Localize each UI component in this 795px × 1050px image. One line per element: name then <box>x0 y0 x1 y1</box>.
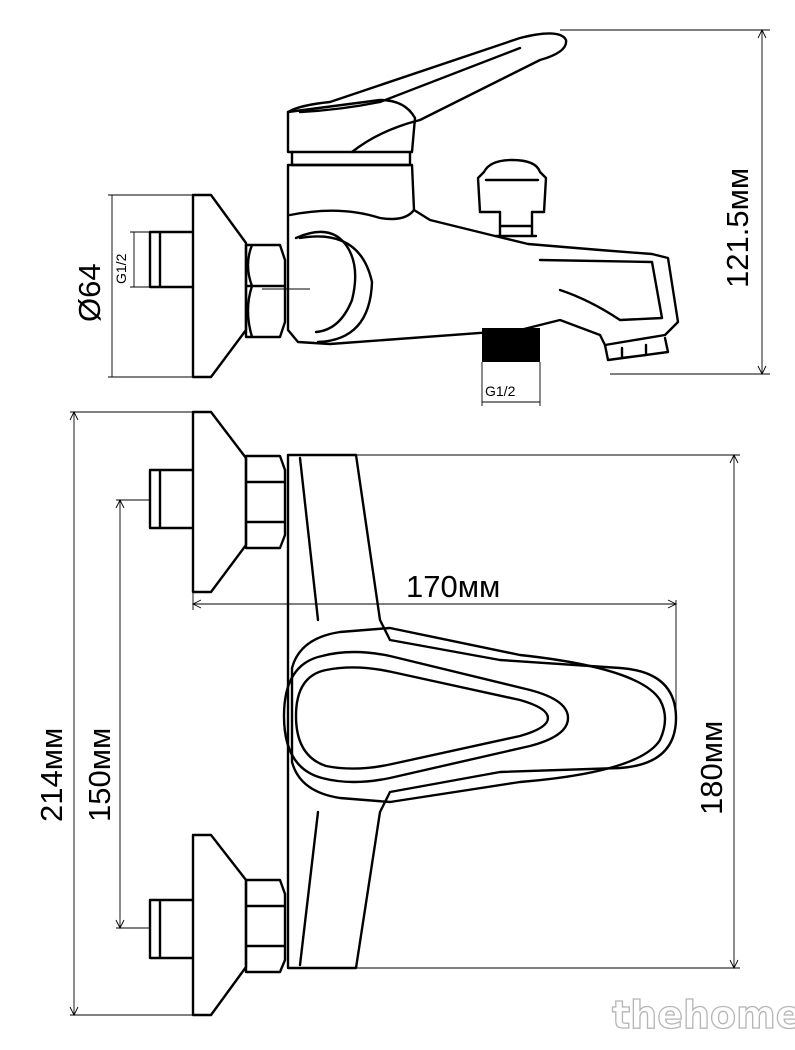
dim-flange-diameter: Ø64 <box>72 263 107 322</box>
front-lower-inlet <box>148 898 195 960</box>
front-lever-outline <box>290 626 667 804</box>
watermark-logo: thehome <box>612 993 795 1037</box>
side-lever-arm-inner <box>298 46 522 114</box>
side-diverter-stem <box>494 224 538 238</box>
side-view: 121.5мм Ø64 G1/2 G1/2 <box>72 28 770 406</box>
dim-inlet-thread: G1/2 <box>113 253 129 284</box>
front-view: 170мм 214мм 150мм 180мм <box>34 410 740 1017</box>
front-upper-flange <box>191 410 248 594</box>
side-lever-arm <box>286 32 568 154</box>
side-hex-nut <box>244 243 287 339</box>
side-lever-skirt <box>290 150 412 167</box>
side-outlet-thread <box>482 328 540 362</box>
side-wall-flange <box>191 193 248 379</box>
front-mixer-body <box>286 453 678 970</box>
front-body-edge <box>298 456 320 967</box>
front-upper-nut <box>244 454 287 550</box>
side-aerator <box>603 336 670 362</box>
side-body-contour <box>288 208 416 221</box>
side-cartridge-inner <box>294 230 357 334</box>
dim-overall-width: 214мм <box>34 728 69 822</box>
dim-outlet-thread: G1/2 <box>485 383 516 399</box>
dim-spout-length: 170мм <box>406 569 500 604</box>
side-inlet-pipe <box>148 230 195 289</box>
dim-center-distance: 150мм <box>82 728 117 822</box>
front-upper-inlet <box>148 468 195 530</box>
front-lever-inner-2 <box>294 666 550 770</box>
side-mixer-body <box>286 163 680 347</box>
side-spout-curve <box>538 258 664 322</box>
side-diverter-knob <box>476 158 548 228</box>
front-lower-flange <box>191 833 248 1017</box>
dim-height-total: 121.5мм <box>720 168 755 288</box>
front-lower-nut <box>244 878 287 974</box>
side-cartridge <box>298 235 374 344</box>
front-lever-inner <box>282 650 570 784</box>
dim-body-width: 180мм <box>694 721 729 815</box>
